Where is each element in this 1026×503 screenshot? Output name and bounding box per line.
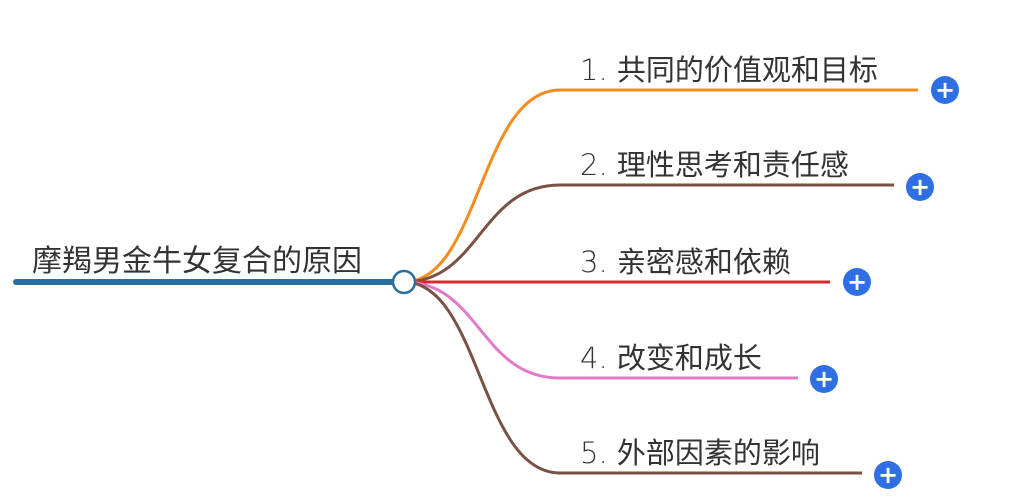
root-node-label: 摩羯男金牛女复合的原因 [32,244,362,279]
branch-label-1: 1. 共同的价值观和目标 [580,53,878,87]
plus-icon: + [813,365,835,393]
branch-label-5: 5. 外部因素的影响 [580,436,820,470]
root-collapse-toggle[interactable] [391,269,417,295]
plus-icon: + [877,461,899,489]
plus-icon: + [934,76,956,104]
branch-label-2: 2. 理性思考和责任感 [580,148,849,182]
expand-button-3[interactable]: + [843,268,871,296]
branch-link-1 [403,88,918,284]
branch-label-3: 3. 亲密感和依赖 [580,245,791,279]
plus-icon: + [846,268,868,296]
plus-icon: + [909,173,931,201]
branch-link-2 [403,183,894,284]
branch-link-5 [403,280,862,475]
expand-button-5[interactable]: + [874,461,902,489]
branch-link-4 [403,280,798,380]
expand-button-4[interactable]: + [810,365,838,393]
expand-button-1[interactable]: + [931,76,959,104]
expand-button-2[interactable]: + [906,173,934,201]
branch-label-4: 4. 改变和成长 [580,341,762,375]
